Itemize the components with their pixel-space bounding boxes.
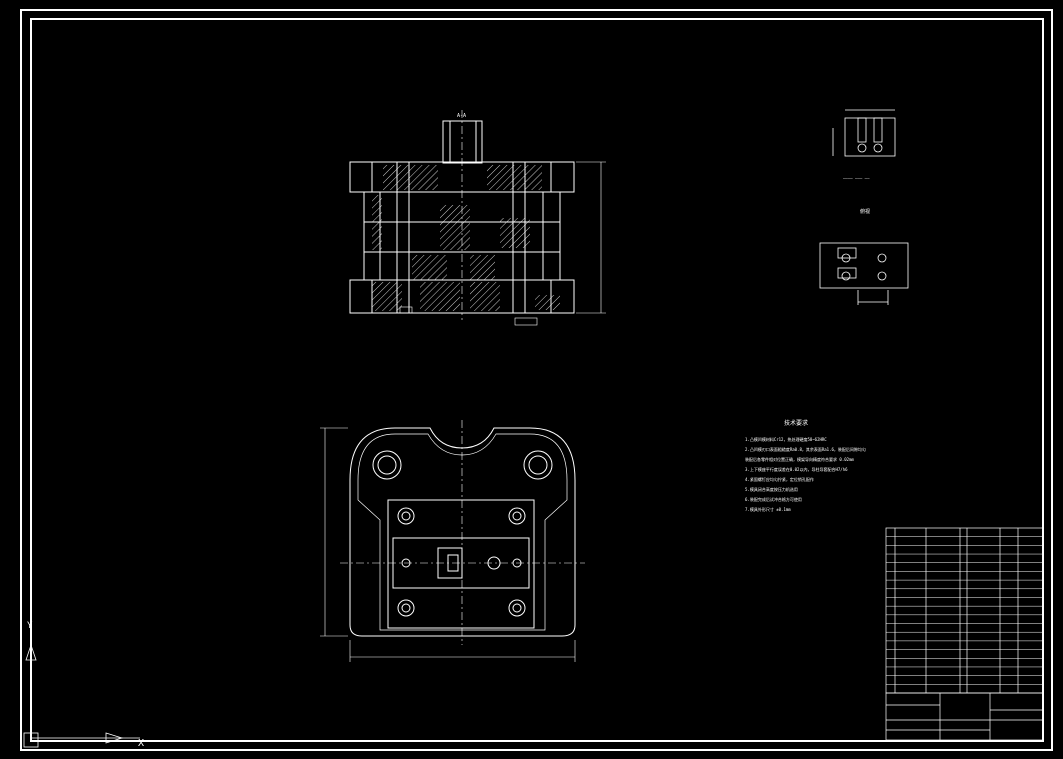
plan-view [320,420,585,662]
tech-req-line: 7.模具外形尺寸 ±0.1mm [745,506,791,512]
ucs-icon: Y X [23,620,144,749]
tech-req-line: 2.凸凹模刃口表面粗糙度Ra0.8，其余表面Ra1.6，装配后间隙均匀 [745,446,866,452]
detail-label: 俯视 [860,208,870,215]
tech-req-line: 3.上下模座平行度误差在0.02以内，导柱导套配合H7/h6 [745,466,848,472]
tech-requirements: 技术要求 1.凸模凹模材料Cr12，热处理硬度58~62HRC 2.凸凹模刃口表… [745,419,866,512]
title-block [885,692,1044,741]
bom-table [885,527,1044,694]
tech-req-line: 6.装配完成后试冲合格方可使用 [745,496,802,502]
section-label: A-A [457,113,466,119]
tech-req-title: 技术要求 [784,419,808,427]
tech-req-line: 4.紧固螺钉应均匀拧紧，定位销孔配作 [745,476,814,482]
ucs-x-label: X [138,738,144,749]
front-section-view: A-A [349,110,606,326]
part-detail-view: ———— ——— —— 俯视 [819,109,909,305]
outer-border [20,9,1053,751]
ucs-y-label: Y [27,621,33,631]
tech-req-line: 装配后各零件相对位置正确，模架导向精度符合要求 0.02mm [745,456,854,462]
tech-req-line: 5.模具闭合高度按压力机选用 [745,486,798,492]
tech-req-line: 1.凸模凹模材料Cr12，热处理硬度58~62HRC [745,436,827,442]
svg-text:———— ——— ——: ———— ——— —— [843,176,870,181]
inner-border [30,18,1044,742]
